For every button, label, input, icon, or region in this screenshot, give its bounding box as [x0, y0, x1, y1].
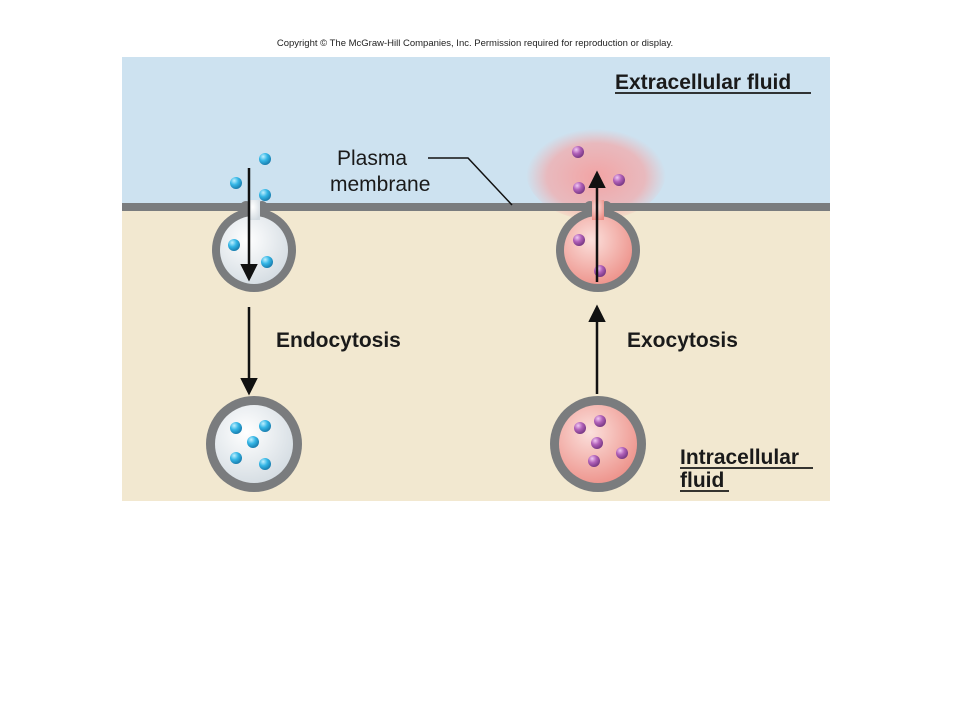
copyright-notice: Copyright © The McGraw-Hill Companies, I… [276, 38, 674, 49]
exocytosis-particles [572, 146, 628, 467]
intracellular-fluid-label-line2: fluid [680, 469, 724, 492]
exocytosis-label: Exocytosis [627, 329, 738, 352]
intracellular-fluid-label-line1: Intracellular [680, 446, 799, 469]
extracellular-fluid-label: Extracellular fluid [615, 71, 791, 94]
plasma-membrane [122, 200, 830, 220]
plasma-membrane-label-line1: Plasma [337, 147, 407, 170]
endocytosis-particles [228, 153, 273, 470]
plasma-membrane-label-line2: membrane [330, 173, 430, 196]
endocytic-pit [212, 208, 296, 292]
plasma-membrane-leader-line [428, 157, 513, 206]
endocytosis-label: Endocytosis [276, 329, 401, 352]
